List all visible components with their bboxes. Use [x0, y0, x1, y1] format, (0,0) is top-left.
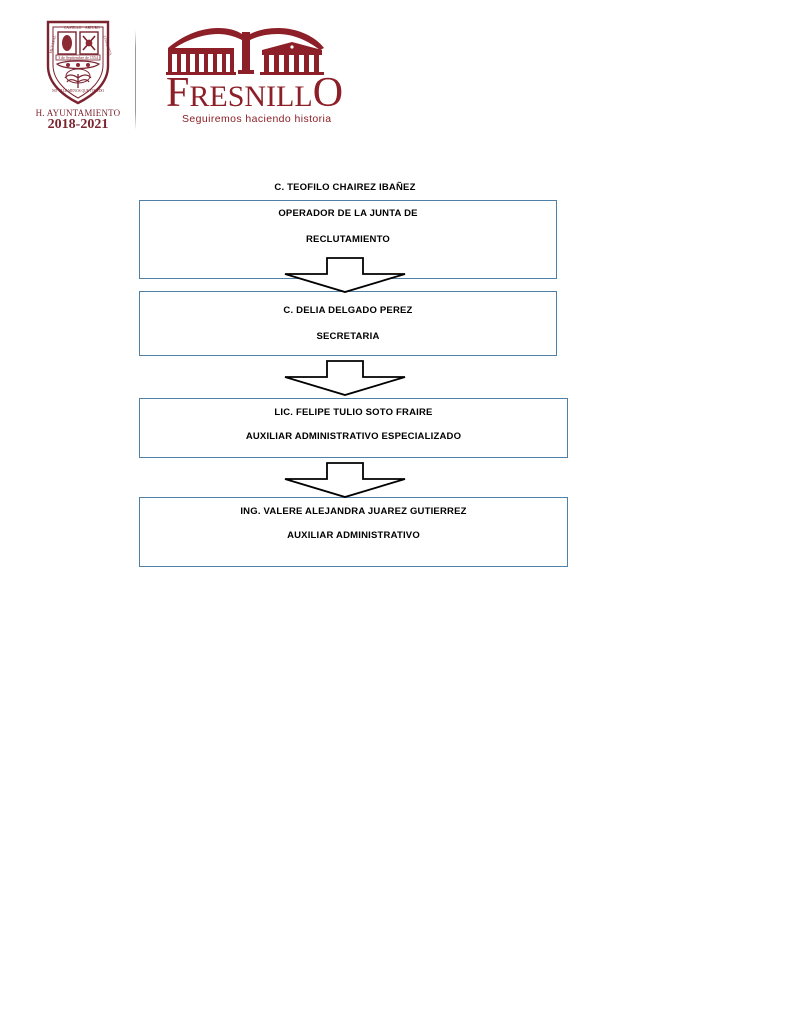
svg-text:CONQUISTA: CONQUISTA [102, 35, 112, 56]
node-1-caption: C. TEOFILO CHAIREZ IBAÑEZ [274, 182, 416, 193]
down-block-arrow-icon-1 [283, 257, 407, 299]
svg-text:NO VALE MENOS QUE TOLEDO: NO VALE MENOS QUE TOLEDO [52, 89, 104, 93]
crest-caption-ayuntamiento: H. AYUNTAMIENTO [35, 108, 121, 118]
node-3-line-2: AUXILIAR ADMINISTRATIVO ESPECIALIZADO [245, 431, 462, 442]
node-4-line-1: ING. VALERE ALEJANDRA JUAREZ GUTIERREZ [240, 506, 467, 517]
svg-text:CASTILLO: CASTILLO [64, 26, 82, 30]
fresnillo-brand-block: FRESNILLO Seguiremos haciendo historia [166, 26, 346, 125]
node-2-line-1: C. DELIA DELGADO PEREZ [283, 305, 413, 316]
fresnillo-tagline: Seguiremos haciendo historia [182, 113, 332, 125]
fresnillo-arch-landmark-icon [166, 26, 346, 76]
municipal-coat-of-arms-icon: 3 de Septiembre de 1554 NO VALE MENOS QU… [30, 18, 126, 106]
org-node-box-2[interactable]: C. DELIA DELGADO PEREZ SECRETARIA [139, 291, 557, 356]
crest-caption-years: 2018-2021 [47, 117, 109, 132]
svg-text:ARTURO: ARTURO [85, 26, 100, 30]
svg-text:MUY LEAL: MUY LEAL [49, 35, 57, 54]
org-node-box-4[interactable]: ING. VALERE ALEJANDRA JUAREZ GUTIERREZ A… [139, 497, 568, 567]
node-2-line-2: SECRETARIA [316, 331, 380, 342]
node-3-line-1: LIC. FELIPE TULIO SOTO FRAIRE [274, 407, 433, 418]
down-block-arrow-icon-3 [283, 462, 407, 504]
down-block-arrow-icon-2 [283, 360, 407, 402]
vertical-divider-line-icon [135, 30, 136, 130]
page-header: 3 de Septiembre de 1554 NO VALE MENOS QU… [0, 0, 791, 150]
node-4-line-2: AUXILIAR ADMINISTRATIVO [287, 530, 420, 541]
coat-of-arms-block: 3 de Septiembre de 1554 NO VALE MENOS QU… [30, 18, 126, 133]
node-1-line-1: OPERADOR DE LA JUNTA DE [278, 208, 418, 219]
svg-text:3 de Septiembre de 1554: 3 de Septiembre de 1554 [58, 55, 98, 60]
node-1-line-2: RECLUTAMIENTO [305, 234, 391, 245]
fresnillo-wordmark: FRESNILLO [166, 70, 344, 116]
org-node-box-3[interactable]: LIC. FELIPE TULIO SOTO FRAIRE AUXILIAR A… [139, 398, 568, 458]
